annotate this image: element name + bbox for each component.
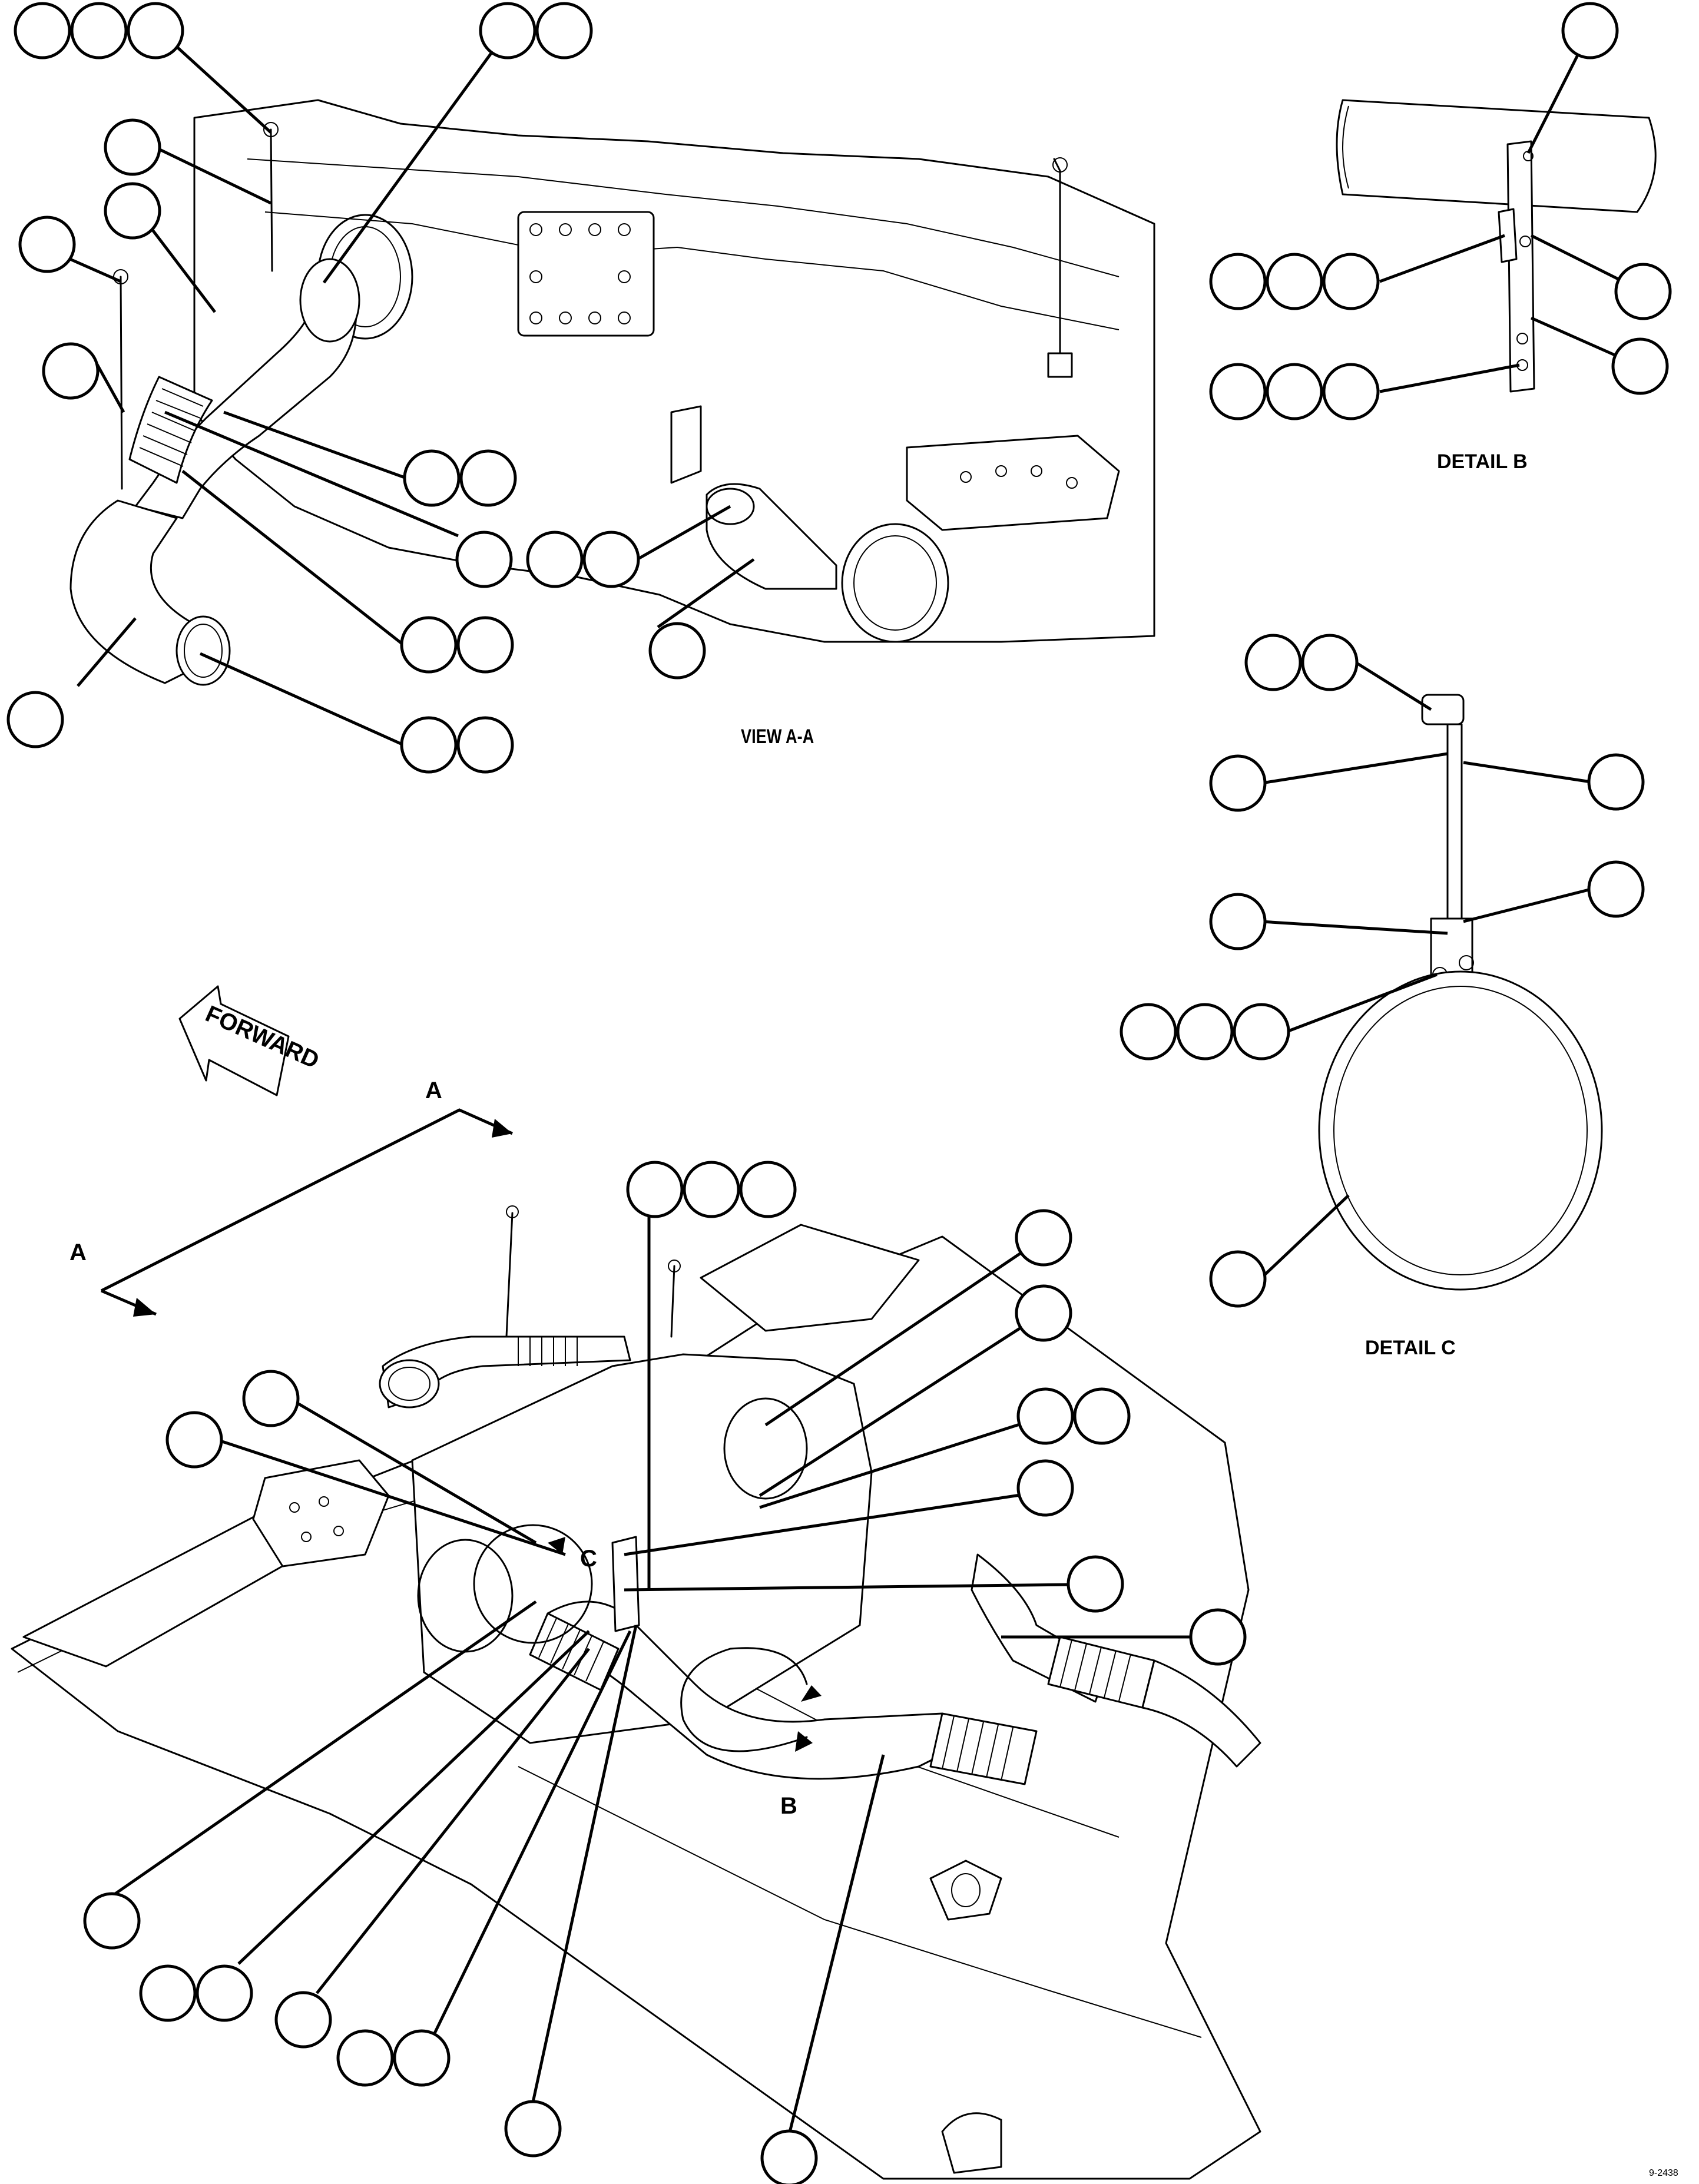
flex-bellows-lower-center xyxy=(929,1712,1038,1785)
detail-b-drawing xyxy=(1336,99,1657,393)
detail-c-marker-label: C xyxy=(580,1546,597,1572)
section-label-a-lower: A xyxy=(69,1240,87,1265)
section-line-a: A A xyxy=(69,1078,514,1317)
callout-circles xyxy=(6,2,1672,2184)
detail-b-label: DETAIL B xyxy=(1437,450,1528,473)
detail-c-label: DETAIL C xyxy=(1365,1337,1456,1359)
panel-bolts xyxy=(529,223,631,324)
flex-bellows-upper xyxy=(128,376,213,484)
forward-arrow: FORWARD xyxy=(178,985,323,1096)
leader-lines xyxy=(45,29,1644,2135)
figure-id: 9-2438 xyxy=(1649,2168,1678,2178)
detail-b-marker-label: B xyxy=(780,1793,797,1819)
detail-c-drawing xyxy=(1318,694,1603,1291)
section-label-a-upper: A xyxy=(425,1078,442,1103)
flex-bellows-right xyxy=(1047,1636,1155,1709)
flex-bellows-upper-main xyxy=(518,1337,578,1366)
view-a-a-drawing xyxy=(69,99,1155,686)
view-a-a-label: VIEW A-A xyxy=(741,725,814,748)
main-assembly-drawing: C B xyxy=(11,1205,1261,2180)
